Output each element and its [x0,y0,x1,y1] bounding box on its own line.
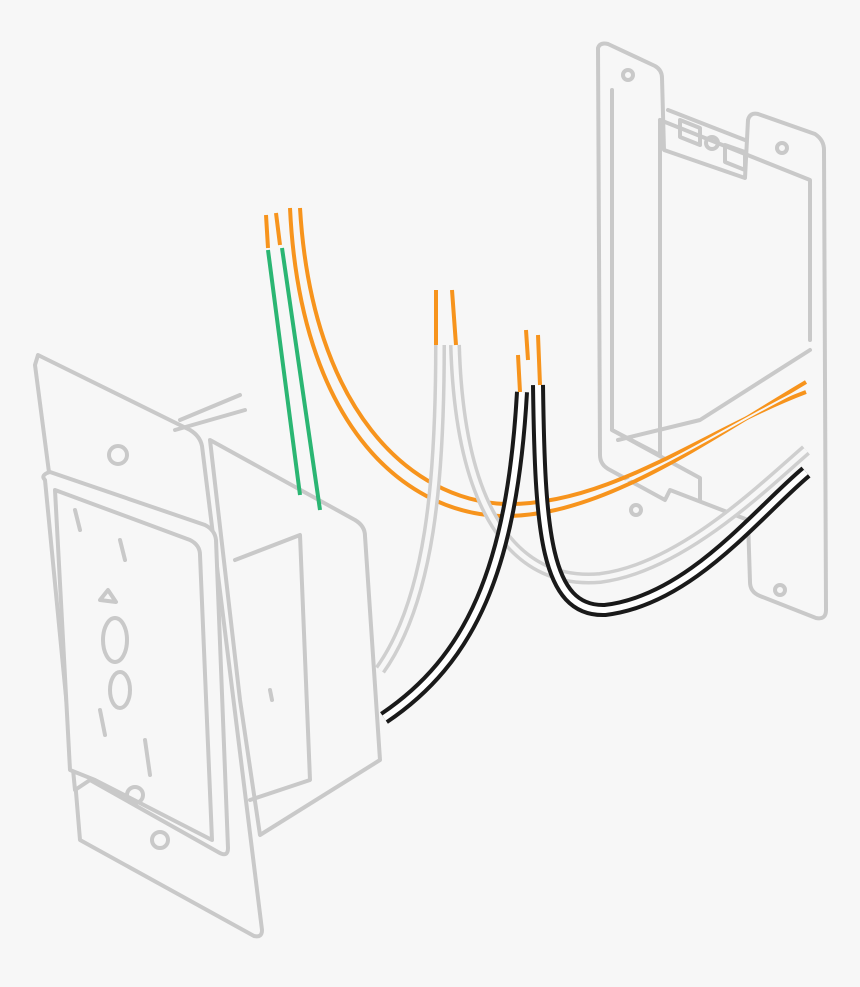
ground-wire [264,212,322,511]
neutral-wires [375,289,810,674]
outlet-device [33,353,382,939]
hot-wires [380,329,811,724]
